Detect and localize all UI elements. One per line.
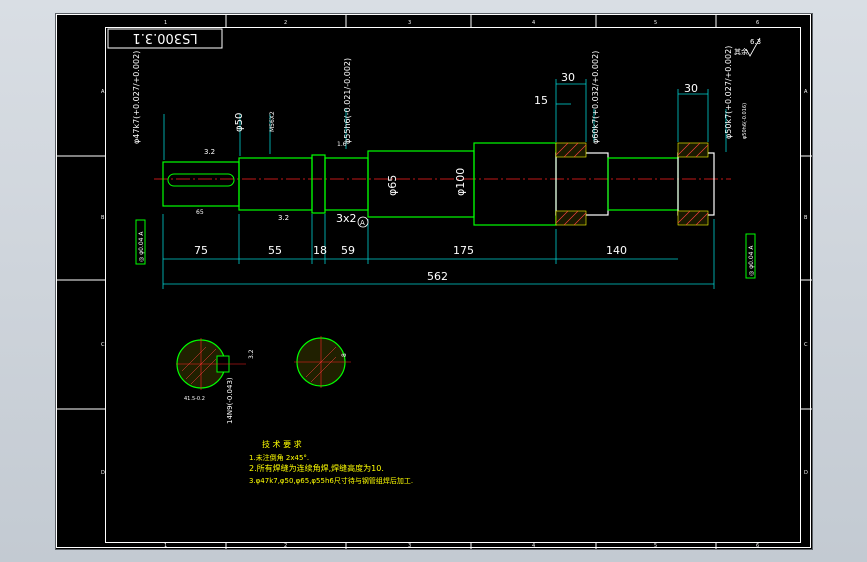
roughness-32a: 3.2 — [204, 148, 215, 156]
technical-notes: 技 术 要 求 1.未注倒角 2x45°. 2.所有焊缝为连续角焊,焊缝高度为1… — [249, 439, 413, 485]
inner-frame — [105, 27, 801, 543]
notes-line-1: 1.未注倒角 2x45°. — [249, 453, 309, 462]
weld-hatch — [555, 142, 709, 226]
cad-viewport[interactable]: A B C D A B C D 1 2 3 4 5 6 1 2 3 4 5 6 … — [55, 13, 813, 550]
tolerance-frame-left — [135, 219, 146, 265]
dim-59: 59 — [341, 244, 355, 257]
zone-num-6-bottom: 6 — [756, 543, 759, 549]
dim-75: 75 — [194, 244, 208, 257]
zone-num-3: 3 — [408, 20, 411, 26]
outer-frame — [56, 14, 811, 548]
zone-num-6: 6 — [756, 20, 759, 26]
zone-letter-d-right: D — [804, 470, 808, 476]
zone-letter-c-right: C — [804, 342, 808, 348]
tolerance-left: ◎ φ0.04 A — [138, 231, 145, 262]
svg-text:6.3: 6.3 — [750, 38, 761, 46]
roughness-32b: 3.2 — [278, 214, 289, 222]
zone-num-2-bottom: 2 — [284, 543, 287, 549]
drawing-canvas: A B C D A B C D 1 2 3 4 5 6 1 2 3 4 5 6 … — [56, 14, 812, 549]
dim-phi50: φ50 — [234, 113, 245, 132]
dim-phi50-right-b: φ50h6(-0.016) — [742, 103, 748, 139]
zone-num-4: 4 — [532, 20, 535, 26]
zone-letter-d: D — [101, 470, 105, 476]
dim-phi65: φ65 — [386, 175, 399, 196]
zone-labels: A B C D A B C D 1 2 3 4 5 6 1 2 3 4 5 6 — [101, 20, 808, 549]
zone-letter-b: B — [101, 215, 105, 221]
zone-ticks — [56, 14, 812, 549]
tolerance-right: ◎ φ0.04 A — [748, 245, 755, 276]
section1-roughness: 3.2 — [248, 349, 255, 359]
zone-num-4-bottom: 4 — [532, 543, 535, 549]
svg-text:其余: 其余 — [734, 47, 748, 56]
tolerance-frame-right — [745, 233, 756, 279]
section2-mark: 8 — [341, 353, 348, 357]
dim-15: 15 — [534, 94, 548, 107]
drawing-number: LS300.3.1 — [132, 30, 197, 45]
datum-label: A — [360, 219, 365, 227]
dimension-lines — [162, 79, 727, 289]
dim-m56: M56X2 — [269, 111, 276, 132]
thread-size: 3x2 — [336, 212, 357, 225]
zone-num-1-bottom: 1 — [164, 543, 167, 549]
zone-num-5-bottom: 5 — [654, 543, 657, 549]
section1-width: 14N9(-0.043) — [226, 377, 234, 424]
zone-letter-a-right: A — [804, 89, 808, 95]
dim-30-left: 30 — [561, 71, 575, 84]
dimension-texts: 30 15 30 75 55 18 59 175 140 562 φ65 φ10… — [194, 71, 698, 283]
dim-175: 175 — [453, 244, 474, 257]
zone-letter-c: C — [101, 342, 105, 348]
dim-phi55: φ55h6(-0.021/-0.002) — [343, 58, 352, 144]
zone-letter-b-right: B — [804, 215, 808, 221]
shaft-body — [162, 142, 715, 226]
title-block — [107, 28, 223, 49]
notes-line-2: 2.所有焊缝为连续角焊,焊缝高度为10. — [249, 463, 384, 473]
roughness-16: 1.6 — [337, 141, 347, 148]
diameter-callouts: φ47k7(+0.027/+0.002) φ50 M56X2 φ55h6(-0.… — [132, 46, 748, 222]
section-view-2 — [294, 336, 351, 388]
section1-height: 41.5-0.2 — [184, 396, 205, 402]
dim-phi47: φ47k7(+0.027/+0.002) — [132, 51, 141, 144]
zone-letter-a: A — [101, 89, 105, 95]
dim-phi60: φ60k7(+0.032/+0.002) — [591, 51, 600, 144]
dim-140: 140 — [606, 244, 627, 257]
roughness-note: 6.3 其余 — [734, 37, 761, 57]
dim-phi50-right: φ50k7(+0.027/+0.002) — [724, 46, 733, 139]
dim-30-right: 30 — [684, 82, 698, 95]
zone-num-3-bottom: 3 — [408, 543, 411, 549]
notes-heading: 技 术 要 求 — [262, 439, 302, 449]
dim-18: 18 — [313, 244, 327, 257]
zone-num-2: 2 — [284, 20, 287, 26]
zone-num-1: 1 — [164, 20, 167, 26]
keyway — [167, 173, 235, 187]
notes-line-3: 3.φ47k7,φ50,φ65,φ55h6尺寸待与钢管组焊后加工. — [249, 476, 413, 485]
zone-num-5: 5 — [654, 20, 657, 26]
dim-562: 562 — [427, 270, 448, 283]
section-view-1 — [176, 338, 246, 390]
dim-55: 55 — [268, 244, 282, 257]
dim-phi100: φ100 — [454, 168, 467, 196]
datum-circle — [357, 216, 369, 228]
keyway-length: 65 — [196, 209, 204, 216]
